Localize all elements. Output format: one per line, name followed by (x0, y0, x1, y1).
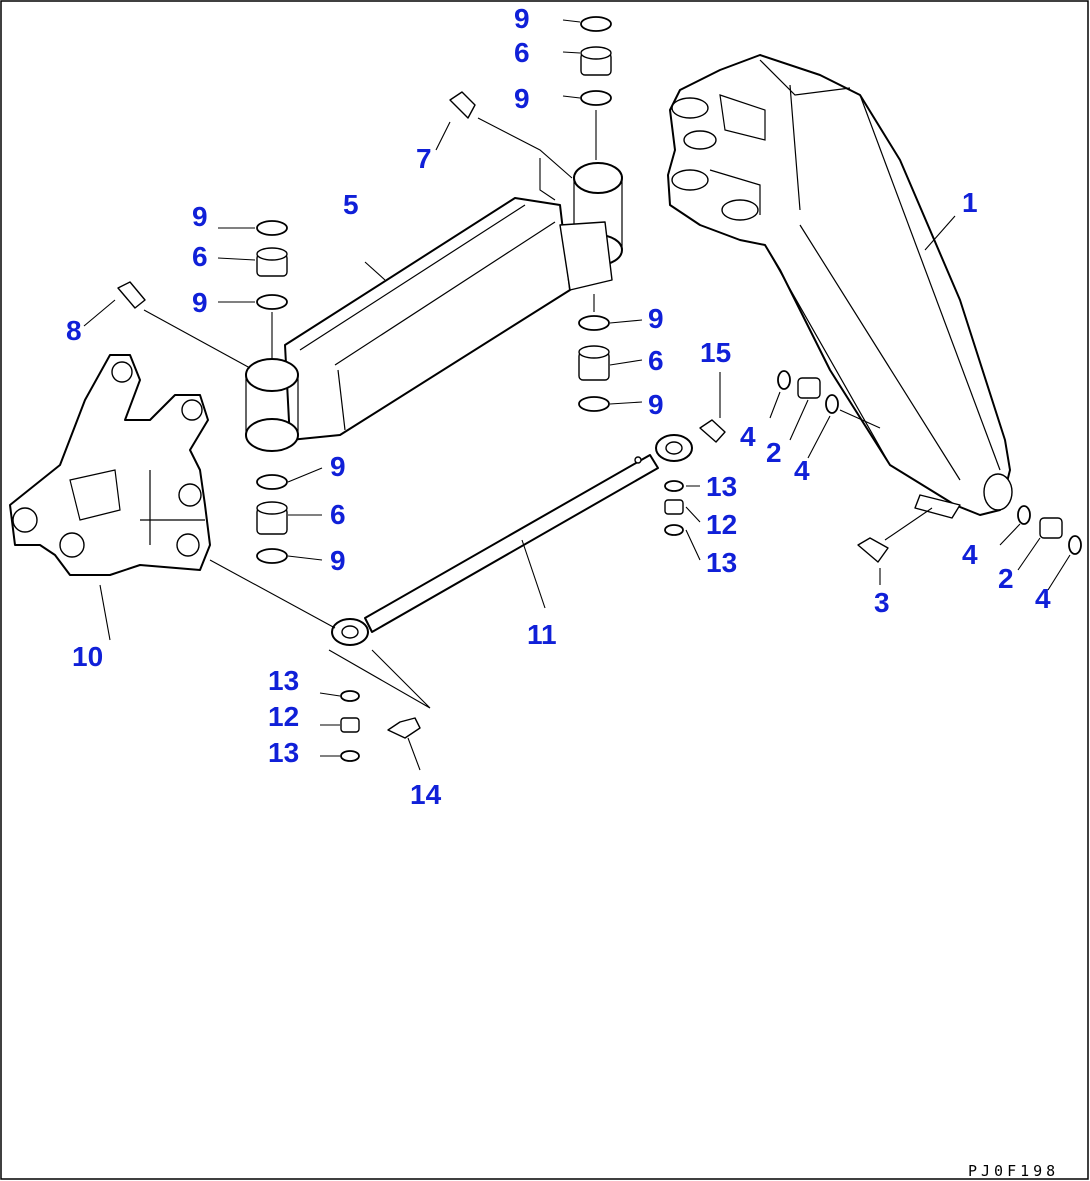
callout-6: 6 (192, 241, 208, 272)
callout-15: 15 (700, 337, 731, 368)
callout-9: 9 (648, 389, 664, 420)
callout-6: 6 (330, 499, 346, 530)
callout-12: 12 (268, 701, 299, 732)
callout-9: 9 (514, 3, 530, 34)
callout-4: 4 (794, 455, 810, 486)
callout-13: 13 (706, 547, 737, 578)
callout-6: 6 (514, 37, 530, 68)
small-parts (256, 16, 1082, 762)
callout-4: 4 (962, 539, 978, 570)
callout-9: 9 (330, 545, 346, 576)
callout-4: 4 (740, 421, 756, 452)
callout-9: 9 (514, 83, 530, 114)
grease-fittings (117, 91, 889, 739)
drawing-code: PJ0F198 (968, 1162, 1059, 1180)
callout-5: 5 (343, 189, 359, 220)
callout-14: 14 (410, 779, 442, 810)
callout-labels: 1 2 2 3 4 4 4 4 5 6 6 6 6 7 8 9 9 9 9 9 … (66, 3, 1051, 810)
callout-3: 3 (874, 587, 890, 618)
callout-13: 13 (706, 471, 737, 502)
leader-lines (83, 19, 1071, 771)
callout-9: 9 (192, 201, 208, 232)
callout-4: 4 (1035, 583, 1051, 614)
callout-9: 9 (648, 303, 664, 334)
part-1-boom-arm (667, 54, 1013, 519)
callout-13: 13 (268, 665, 299, 696)
callout-1: 1 (962, 187, 978, 218)
callout-11: 11 (527, 619, 557, 650)
callout-12: 12 (706, 509, 737, 540)
callout-2: 2 (766, 437, 782, 468)
callout-13: 13 (268, 737, 299, 768)
part-11-tie-rod (331, 434, 693, 646)
callout-9: 9 (192, 287, 208, 318)
part-10-bracket (9, 354, 211, 576)
callout-8: 8 (66, 315, 82, 346)
callout-7: 7 (416, 143, 432, 174)
callout-9: 9 (330, 451, 346, 482)
callout-10: 10 (72, 641, 103, 672)
part-5-link-beam (245, 162, 623, 452)
callout-2: 2 (998, 563, 1014, 594)
callout-6: 6 (648, 345, 664, 376)
